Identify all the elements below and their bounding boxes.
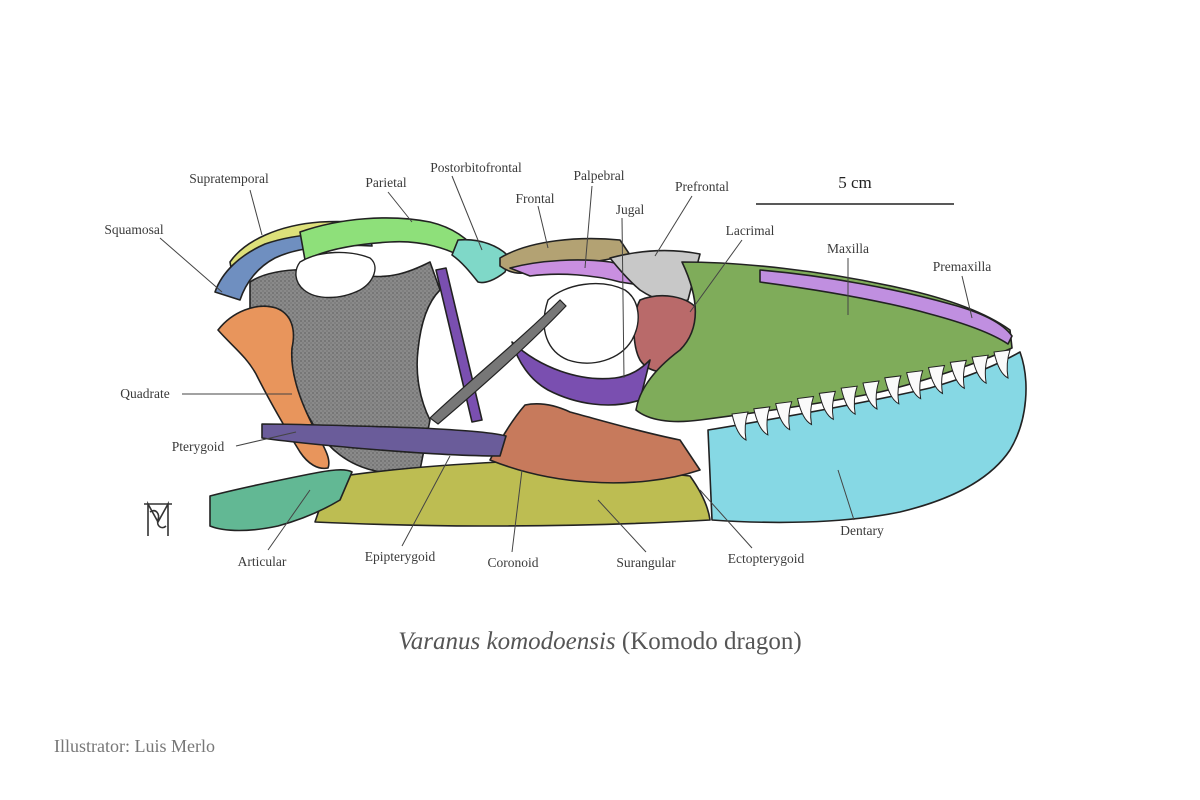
label-prefrontal: Prefrontal [675,179,729,194]
leader-lines [159,175,973,553]
bone-articular [209,469,353,532]
label-maxilla: Maxilla [827,241,869,256]
label-surangular: Surangular [616,555,676,570]
tooth [906,370,924,400]
label-coronoid: Coronoid [487,555,538,570]
tooth [993,349,1011,379]
figure-caption: Varanus komodoensis (Komodo dragon) [0,628,1200,656]
scale-bar-label: 5 cm [838,173,872,192]
tooth [731,411,749,441]
tooth [927,364,946,395]
bone-jugal [511,341,651,406]
label-dentary: Dentary [840,523,884,538]
tooth [775,401,793,431]
label-jugal: Jugal [616,202,645,217]
caption-species: Varanus komodoensis [398,628,616,655]
tooth [971,354,989,385]
illustrator-credit: Illustrator: Luis Merlo [54,736,215,756]
label-quadrate: Quadrate [120,386,169,401]
label-ectopterygoid: Ectopterygoid [728,551,805,566]
temporal-opening [295,251,376,299]
bone-pterygoid [261,423,507,457]
bone-coronoid [489,403,701,484]
tooth [840,385,858,416]
label-squamosal: Squamosal [104,222,163,237]
label-parietal: Parietal [365,175,406,190]
bone-premaxilla [759,269,1013,345]
caption-common-name: (Komodo dragon) [621,628,802,655]
orbit-opening [543,283,639,364]
illustrator-monogram [144,500,172,536]
tooth [753,406,771,436]
label-postorbitofrontal: Postorbitofrontal [430,160,522,175]
bone-ectopterygoid [429,299,567,425]
bone-labels: Supratemporal Parietal Postorbitofrontal… [104,160,991,570]
label-frontal: Frontal [516,191,555,206]
bone-dentary [707,351,1027,524]
bone-braincase-stipple [250,262,440,474]
label-lacrimal: Lacrimal [726,223,775,238]
tooth [884,375,902,405]
teeth [731,349,1011,441]
bone-postorbitofrontal [451,238,511,284]
label-articular: Articular [238,554,287,569]
tooth [862,380,880,410]
label-epipterygoid: Epipterygoid [365,549,436,564]
tooth [949,359,968,390]
tooth [796,395,815,426]
label-premaxilla: Premaxilla [933,259,991,274]
label-palpebral: Palpebral [574,168,625,183]
tooth [818,390,837,421]
label-supratemporal: Supratemporal [189,171,269,186]
label-pterygoid: Pterygoid [172,439,225,454]
